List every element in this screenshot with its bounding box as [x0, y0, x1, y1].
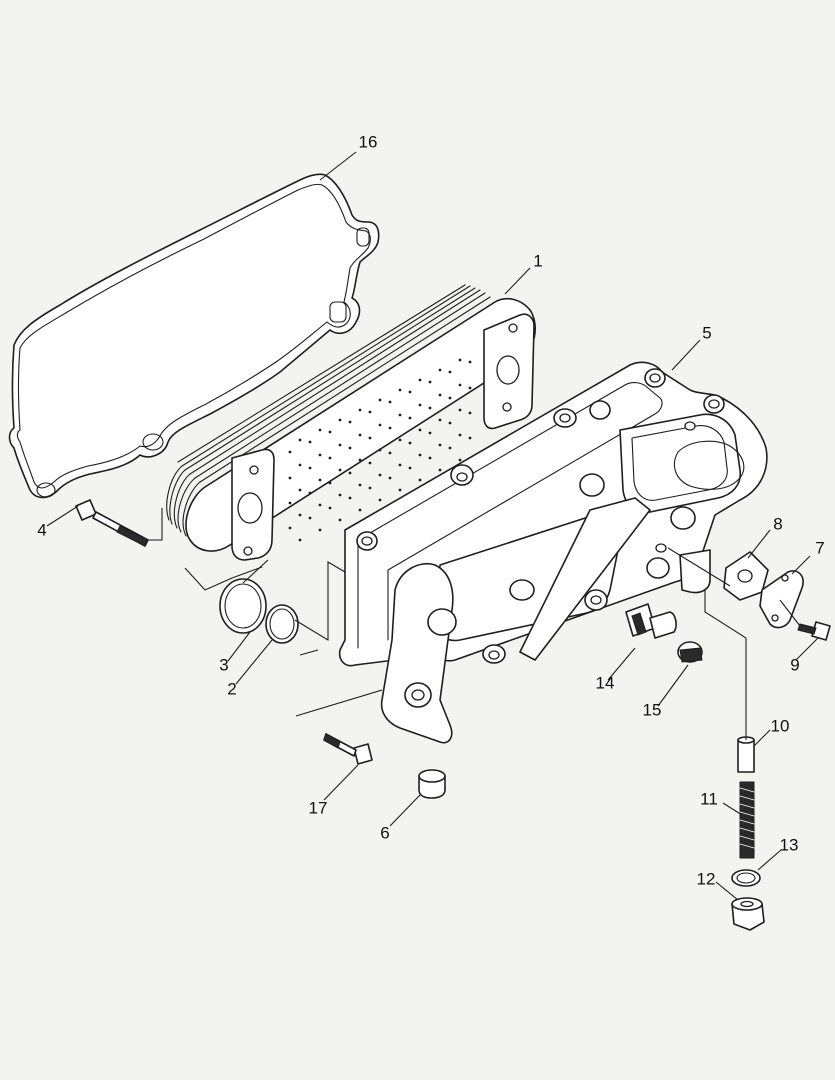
- cover-plate-7: [759, 570, 804, 629]
- bolt-9: [797, 621, 831, 641]
- filter-mount-bracket: [380, 563, 457, 744]
- callout-16: 16: [359, 132, 378, 151]
- callout-1: 1: [533, 251, 542, 270]
- plug-12: [731, 897, 765, 931]
- callout-15: 15: [643, 700, 662, 719]
- callout-8: 8: [773, 514, 782, 533]
- plug-15: [677, 641, 703, 663]
- callout-2: 2: [227, 679, 236, 698]
- o-ring-3: [219, 578, 267, 634]
- oil-cooler-core-1: [166, 284, 536, 561]
- callout-labels: 1 2 3 4 5 6 7 8 9 10 11 12 13 14 15 16 1…: [37, 132, 824, 888]
- callout-4: 4: [37, 520, 46, 539]
- callout-11: 11: [700, 789, 718, 808]
- spring-11: [739, 781, 755, 859]
- callout-12: 12: [697, 869, 716, 888]
- gasket-8: [723, 551, 769, 601]
- callout-17: 17: [309, 798, 328, 817]
- callout-13: 13: [780, 835, 799, 854]
- washer-13: [731, 869, 761, 887]
- fitting-14: [625, 603, 677, 639]
- callout-9: 9: [790, 655, 799, 674]
- callout-5: 5: [702, 323, 711, 342]
- plug-6: [418, 769, 446, 799]
- gasket-16: [8, 173, 380, 499]
- callout-7: 7: [815, 538, 824, 557]
- callout-3: 3: [219, 655, 228, 674]
- o-ring-2: [265, 604, 299, 644]
- callout-14: 14: [596, 673, 615, 692]
- alignment-lines: [148, 508, 801, 740]
- callout-6: 6: [380, 823, 389, 842]
- bolt-4: [75, 499, 149, 547]
- callout-10: 10: [771, 716, 790, 735]
- callout-leaders: [46, 151, 819, 901]
- sleeve-10: [737, 736, 755, 773]
- bolt-17: [323, 733, 373, 765]
